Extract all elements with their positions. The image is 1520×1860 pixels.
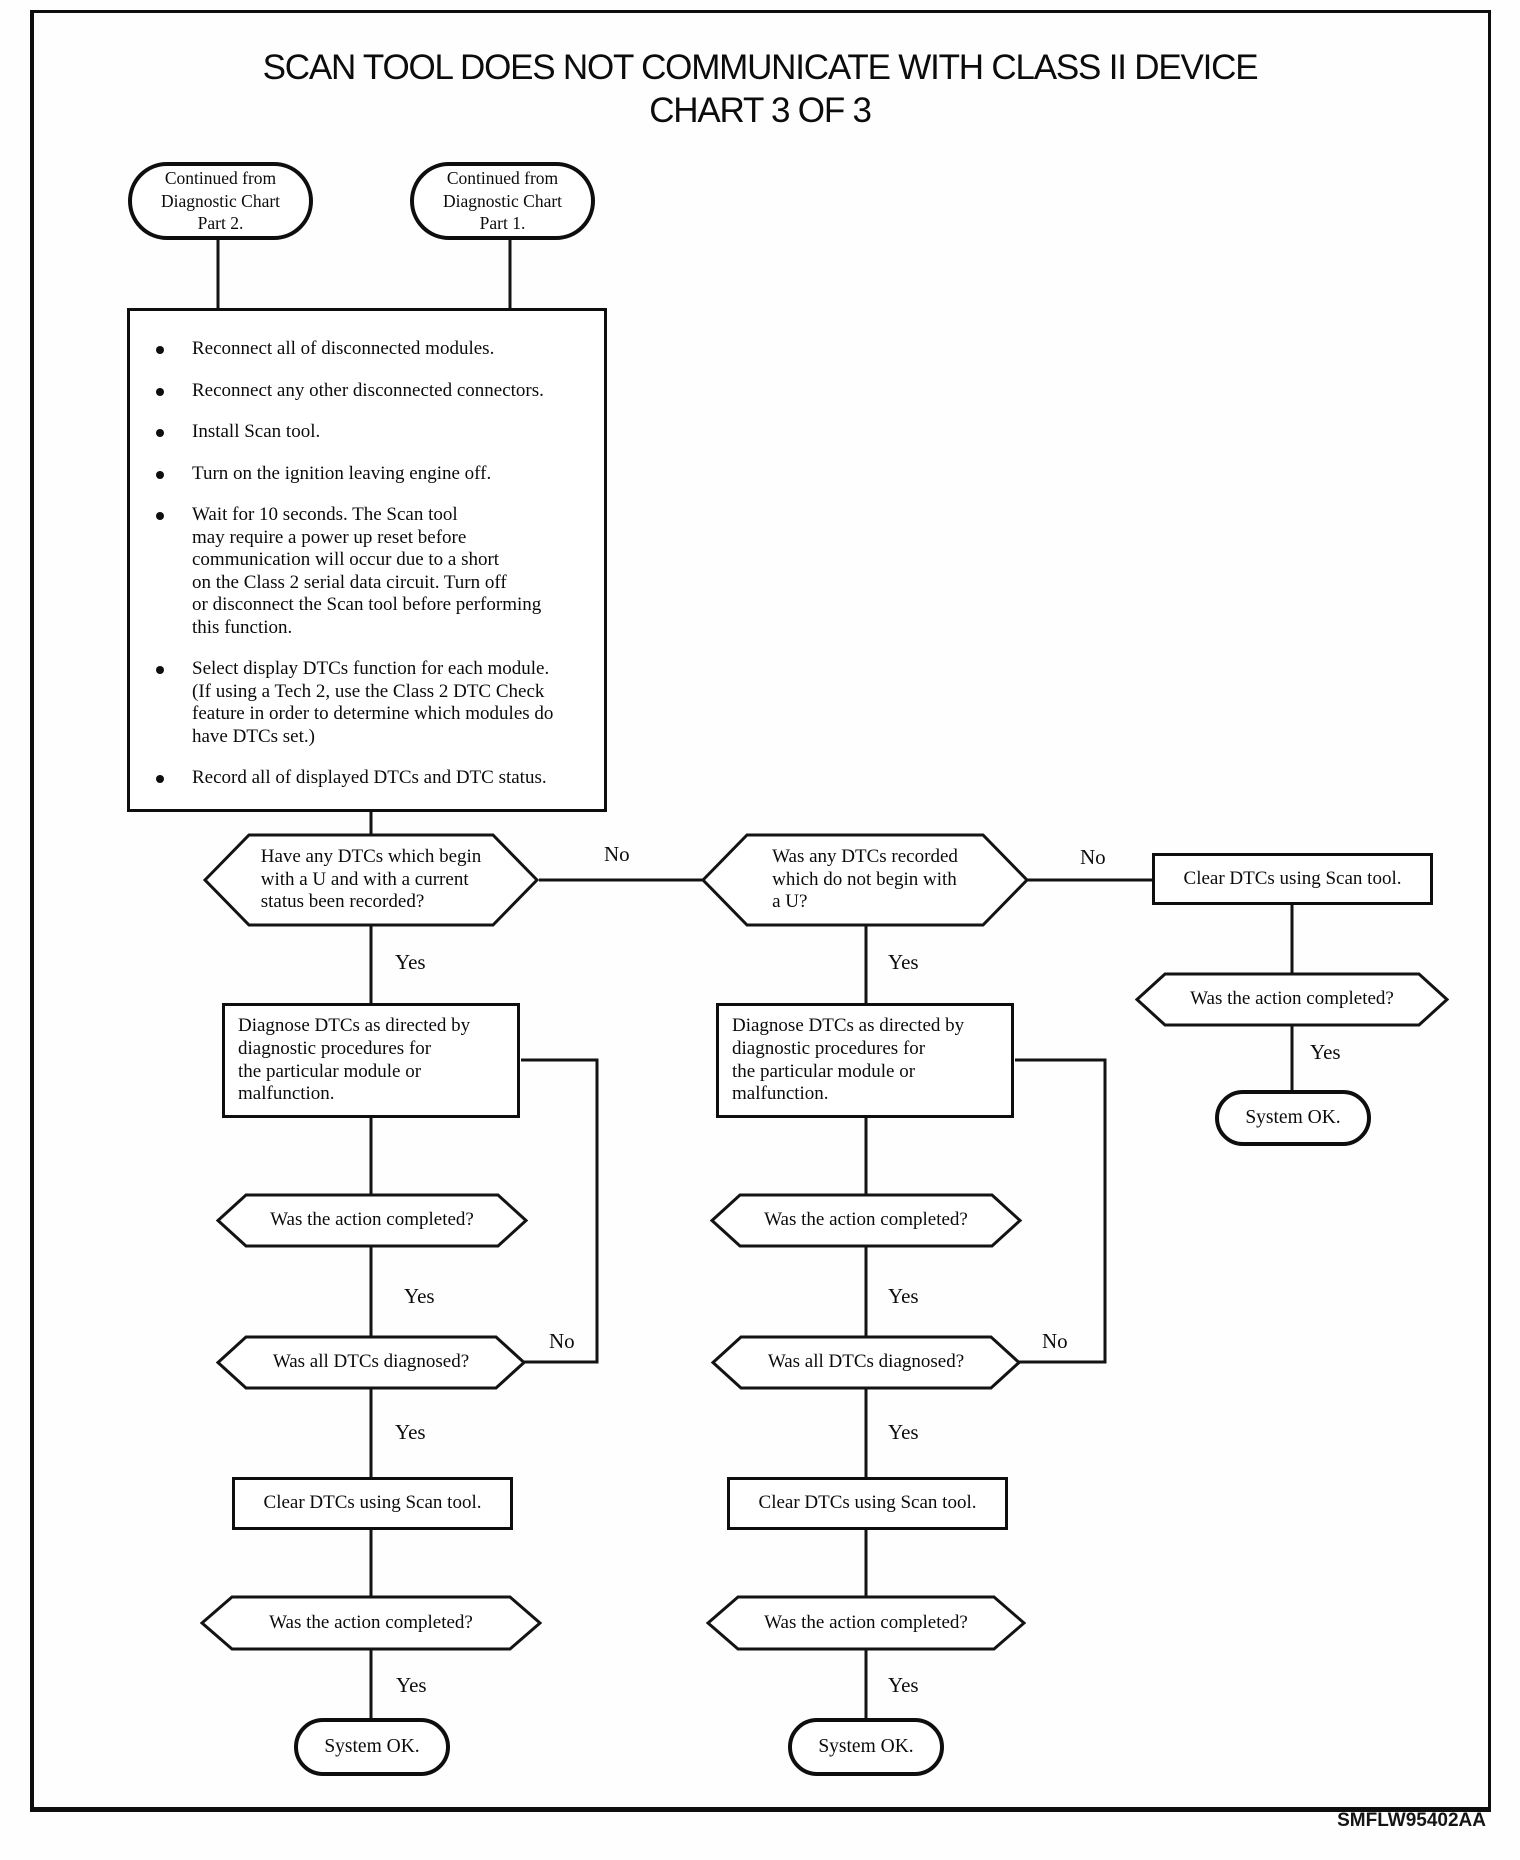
system-ok-left-label: System OK.: [324, 1735, 420, 1757]
decision-u-dtc-recorded-label: Have any DTCs which begin with a U and w…: [260, 845, 482, 913]
action-completed-right: Was the action completed?: [1135, 972, 1449, 1027]
clear-dtcs-box-right-label: Clear DTCs using Scan tool.: [1183, 867, 1402, 889]
start-terminal-part1: Continued from Diagnostic Chart Part 1.: [410, 162, 595, 240]
hexagon-shape: [1135, 972, 1449, 1027]
diagnose-box-middle-label: Diagnose DTCs as directed by diagnostic …: [732, 1014, 965, 1105]
decision-u-dtc-recorded: Have any DTCs which begin with a U and w…: [203, 833, 539, 927]
edge-label-yes-middle-diagnosed: Yes: [888, 1420, 919, 1444]
clear-dtcs-box-left: Clear DTCs using Scan tool.: [232, 1477, 513, 1530]
all-dtcs-diagnosed-middle: Was all DTCs diagnosed?: [711, 1335, 1021, 1390]
bullet-text: Reconnect any other disconnected connect…: [192, 379, 544, 401]
hexagon-shape: [203, 833, 539, 927]
bullet-item: Reconnect all of disconnected modules.: [156, 338, 553, 361]
bullet-item: Wait for 10 seconds. The Scan tool may r…: [156, 504, 553, 639]
start-terminal-part1-label: Continued from Diagnostic Chart Part 1.: [442, 168, 563, 234]
bullet-dot: [156, 429, 164, 437]
action-completed-middle-1-label: Was the action completed?: [764, 1209, 968, 1231]
bullet-dot: [156, 470, 164, 479]
chart-title-line1: SCAN TOOL DOES NOT COMMUNICATE WITH CLAS…: [262, 48, 1259, 87]
start-terminal-part2-label: Continued from Diagnostic Chart Part 2.: [160, 168, 281, 234]
system-ok-left: System OK.: [294, 1718, 450, 1776]
edge-label-yes-right-action: Yes: [1310, 1040, 1341, 1064]
edge-label-no-middle-diagnosed: No: [1042, 1329, 1068, 1353]
hexagon-shape: [711, 1335, 1021, 1390]
edge-label-yes-middle-action2: Yes: [888, 1673, 919, 1697]
bullet-item: Turn on the ignition leaving engine off.: [156, 463, 553, 486]
action-completed-middle-2-label: Was the action completed?: [764, 1611, 968, 1633]
steps-list: Reconnect all of disconnected modules. R…: [156, 338, 553, 790]
system-ok-right-label: System OK.: [1245, 1106, 1341, 1128]
bullet-item: Select display DTCs function for each mo…: [156, 658, 553, 748]
action-completed-left-1-label: Was the action completed?: [270, 1209, 474, 1231]
bullet-dot: [156, 387, 164, 396]
edge-label-yes-left-diagnosed: Yes: [395, 1420, 426, 1444]
action-completed-middle-1: Was the action completed?: [710, 1193, 1022, 1248]
action-completed-right-label: Was the action completed?: [1190, 988, 1394, 1010]
steps-box: Reconnect all of disconnected modules. R…: [127, 308, 607, 812]
clear-dtcs-box-left-label: Clear DTCs using Scan tool.: [263, 1492, 482, 1514]
start-terminal-part2: Continued from Diagnostic Chart Part 2.: [128, 162, 313, 240]
hexagon-shape: [216, 1335, 526, 1390]
diagnose-box-left-label: Diagnose DTCs as directed by diagnostic …: [238, 1014, 471, 1105]
diagnose-box-middle: Diagnose DTCs as directed by diagnostic …: [716, 1003, 1014, 1118]
system-ok-middle: System OK.: [788, 1718, 944, 1776]
action-completed-left-2: Was the action completed?: [200, 1595, 542, 1651]
bullet-dot: [156, 666, 164, 674]
system-ok-right: System OK.: [1215, 1090, 1371, 1146]
decision-non-u-dtc-recorded-label: Was any DTCs recorded which do not begin…: [772, 845, 958, 913]
edge-label-yes-left-action1: Yes: [404, 1284, 435, 1308]
edge-label-yes-middle-action1: Yes: [888, 1284, 919, 1308]
bullet-text: Install Scan tool.: [192, 421, 321, 442]
action-completed-middle-2: Was the action completed?: [706, 1595, 1026, 1651]
bullet-item: Record all of displayed DTCs and DTC sta…: [156, 767, 553, 790]
action-completed-left-1: Was the action completed?: [216, 1193, 528, 1248]
action-completed-left-2-label: Was the action completed?: [269, 1611, 473, 1633]
bullet-text: Reconnect all of disconnected modules.: [192, 338, 495, 359]
edge-label-yes-left-action2: Yes: [396, 1673, 427, 1697]
all-dtcs-diagnosed-left-label: Was all DTCs diagnosed?: [272, 1351, 470, 1373]
edge-label-yes-second-decision: Yes: [888, 950, 919, 974]
connector-left-no-loopback: [521, 1058, 599, 1364]
chart-title-line2: CHART 3 OF 3: [649, 91, 872, 131]
bullet-dot: [156, 346, 164, 354]
bullet-text: Turn on the ignition leaving engine off.: [192, 462, 492, 484]
chart-title: SCAN TOOL DOES NOT COMMUNICATE WITH CLAS…: [30, 46, 1490, 133]
hexagon-shape: [701, 833, 1029, 927]
hexagon-shape: [216, 1193, 528, 1248]
system-ok-middle-label: System OK.: [818, 1735, 914, 1757]
clear-dtcs-box-middle: Clear DTCs using Scan tool.: [727, 1477, 1008, 1530]
clear-dtcs-box-middle-label: Clear DTCs using Scan tool.: [758, 1492, 977, 1514]
clear-dtcs-box-right: Clear DTCs using Scan tool.: [1152, 853, 1433, 905]
page-border: [30, 10, 1491, 1812]
bullet-text: Record all of displayed DTCs and DTC sta…: [192, 767, 547, 788]
diagnose-box-left: Diagnose DTCs as directed by diagnostic …: [222, 1003, 520, 1118]
footer-code: SMFLW95402AA: [1337, 1810, 1486, 1831]
bullet-dot: [156, 775, 164, 783]
edge-label-no-second-decision: No: [1080, 845, 1106, 869]
edge-label-no-left-diagnosed: No: [549, 1329, 575, 1353]
bullet-item: Reconnect any other disconnected connect…: [156, 380, 553, 403]
bullet-text: Wait for 10 seconds. The Scan tool may r…: [192, 504, 542, 638]
edge-label-yes-first-decision: Yes: [395, 950, 426, 974]
edge-label-no-first-decision: No: [604, 842, 630, 866]
hexagon-shape: [710, 1193, 1022, 1248]
bullet-item: Install Scan tool.: [156, 421, 553, 444]
hexagon-shape: [200, 1595, 542, 1651]
hexagon-shape: [706, 1595, 1026, 1651]
bullet-dot: [156, 512, 164, 520]
connector-middle-no-loopback: [1015, 1058, 1107, 1364]
decision-non-u-dtc-recorded: Was any DTCs recorded which do not begin…: [701, 833, 1029, 927]
all-dtcs-diagnosed-left: Was all DTCs diagnosed?: [216, 1335, 526, 1390]
bullet-text: Select display DTCs function for each mo…: [192, 658, 554, 747]
all-dtcs-diagnosed-middle-label: Was all DTCs diagnosed?: [767, 1351, 965, 1373]
